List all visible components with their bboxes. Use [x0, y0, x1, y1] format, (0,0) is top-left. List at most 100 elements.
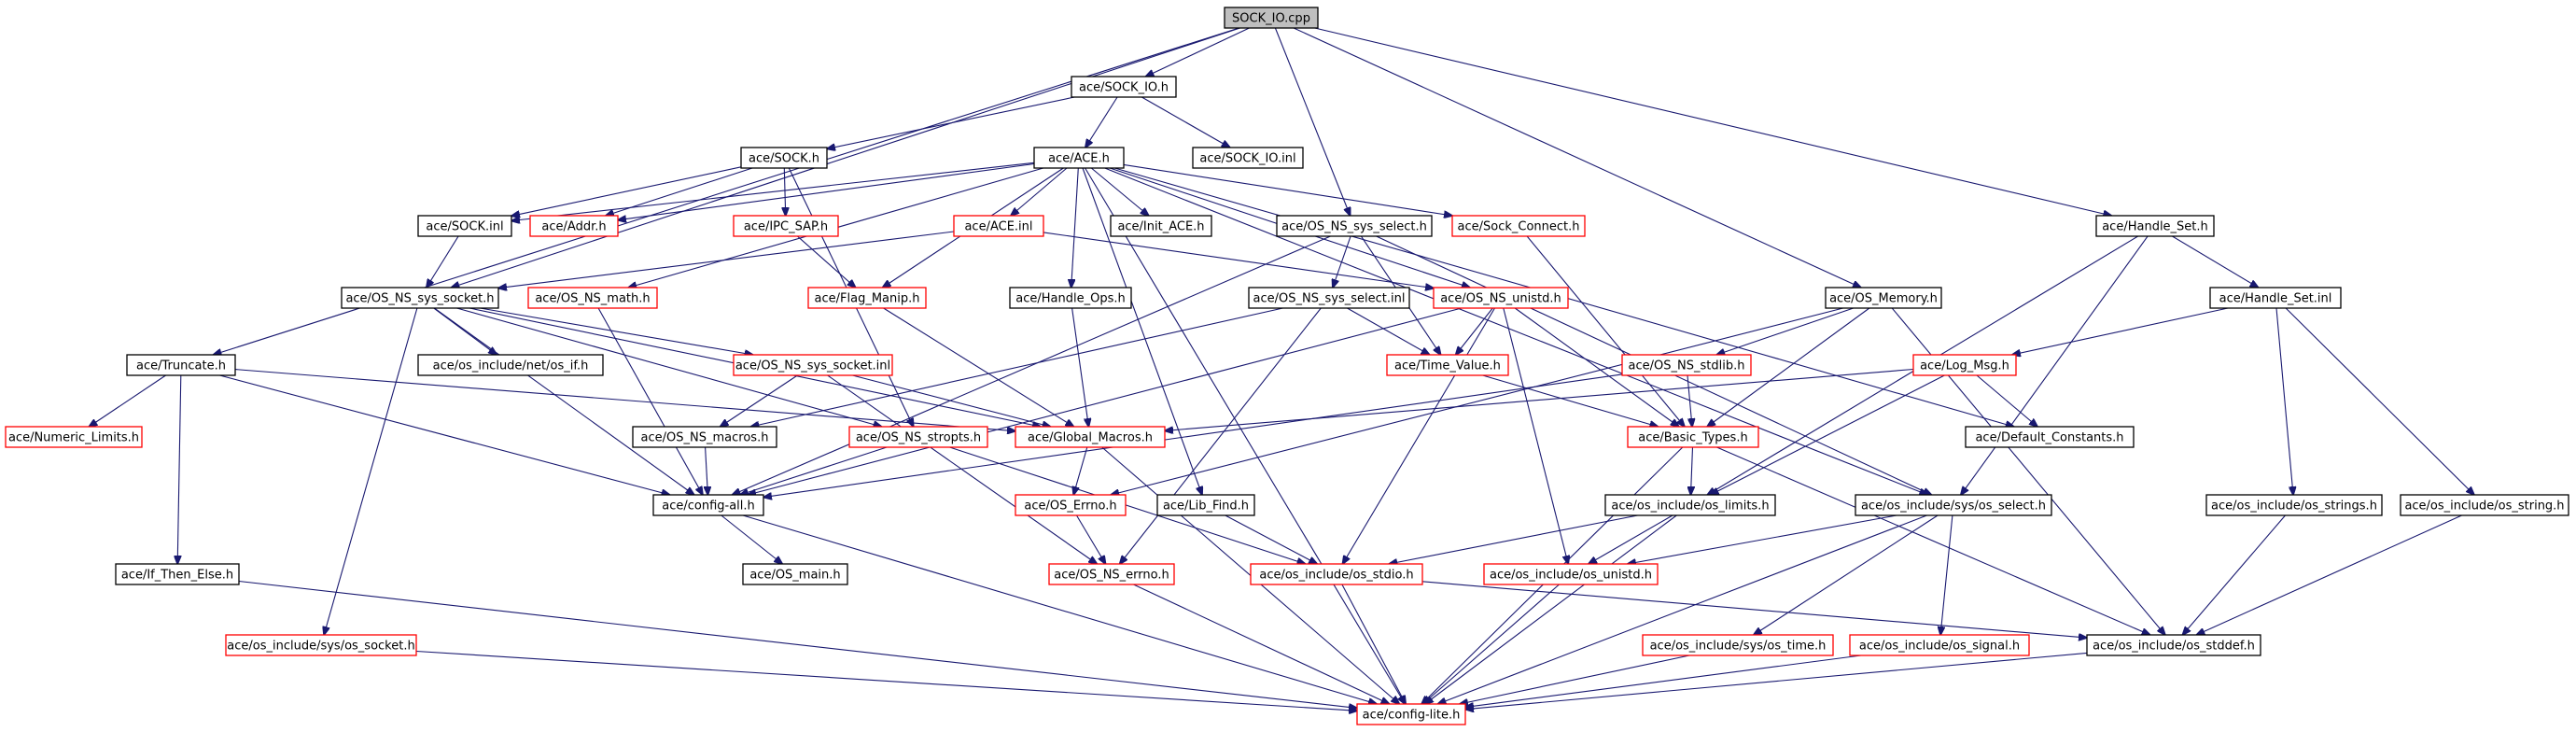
- edge-os-ns-stropts-h-to-config-all-h: [740, 446, 888, 495]
- edge-os-strings-h-to-os-stddef-h: [2183, 514, 2286, 635]
- node-box: [1009, 287, 1132, 309]
- node-handle-ops-h[interactable]: ace/Handle_Ops.h: [1009, 287, 1132, 309]
- node-handle-set-inl[interactable]: ace/Handle_Set.inl: [2209, 287, 2342, 309]
- node-box: [1433, 287, 1569, 309]
- node-os-ns-stdlib-h[interactable]: ace/OS_NS_stdlib.h: [1621, 354, 1752, 376]
- node-handle-set-h[interactable]: ace/Handle_Set.h: [2095, 215, 2215, 237]
- edge-truncate-h-to-numeric-limits-h: [89, 374, 166, 427]
- edge-os-ns-sys-select-inl-to-os-ns-errno-h: [1120, 307, 1322, 564]
- node-basic-types-h[interactable]: ace/Basic_Types.h: [1627, 426, 1759, 448]
- edge-global-macros-h-to-os-errno-h: [1073, 446, 1088, 495]
- node-default-constants-h[interactable]: ace/Default_Constants.h: [1965, 426, 2135, 448]
- node-label: ace/config-all.h: [662, 500, 755, 514]
- node-os-ns-macros-h[interactable]: ace/OS_NS_macros.h: [632, 426, 777, 448]
- node-global-macros-h[interactable]: ace/Global_Macros.h: [1015, 426, 1166, 448]
- node-label: ace/config-lite.h: [1363, 709, 1461, 723]
- node-sock-inl[interactable]: ace/SOCK.inl: [417, 215, 512, 237]
- edge-os-ns-sys-select-h-to-config-all-h: [733, 235, 1331, 495]
- node-lib-find-h[interactable]: ace/Lib_Find.h: [1156, 494, 1255, 516]
- edge-os-stdio-h-to-config-lite-h: [1341, 584, 1406, 704]
- node-os-ns-stropts-h[interactable]: ace/OS_NS_stropts.h: [848, 426, 988, 448]
- edge-os-ns-errno-h-to-config-lite-h: [1133, 584, 1390, 704]
- edge-sock-io-h-to-sock-io-inl: [1141, 96, 1230, 148]
- edge-ace-inl-to-os-ns-sys-socket-h: [498, 231, 955, 289]
- node-truncate-h[interactable]: ace/Truncate.h: [126, 354, 236, 376]
- node-os-unistd-h[interactable]: ace/os_include/os_unistd.h: [1483, 563, 1659, 585]
- node-box: [2205, 494, 2383, 516]
- node-sock-connect-h[interactable]: ace/Sock_Connect.h: [1451, 215, 1586, 237]
- node-label: ace/os_include/sys/os_select.h: [1861, 500, 2046, 514]
- node-addr-h[interactable]: ace/Addr.h: [529, 215, 619, 237]
- node-os-ns-sys-socket-inl[interactable]: ace/OS_NS_sys_socket.inl: [733, 354, 893, 376]
- node-box: [1276, 215, 1433, 237]
- node-os-ns-sys-socket-h[interactable]: ace/OS_NS_sys_socket.h: [341, 287, 499, 309]
- edge-os-sys-select-h-to-config-lite-h: [1438, 514, 1927, 704]
- node-numeric-limits-h[interactable]: ace/Numeric_Limits.h: [5, 426, 143, 448]
- node-os-stdio-h[interactable]: ace/os_include/os_stdio.h: [1250, 563, 1423, 585]
- node-os-strings-h[interactable]: ace/os_include/os_strings.h: [2205, 494, 2383, 516]
- node-label: ace/OS_Errno.h: [1024, 500, 1116, 514]
- node-sock-h[interactable]: ace/SOCK.h: [740, 147, 828, 169]
- node-box: [848, 426, 988, 448]
- node-label: ace/Time_Value.h: [1394, 359, 1501, 373]
- node-box: [807, 287, 927, 309]
- node-log-msg-h[interactable]: ace/Log_Msg.h: [1912, 354, 2017, 376]
- node-label: ace/Numeric_Limits.h: [8, 431, 139, 445]
- edge-ace-h-to-config-lite-h: [1085, 167, 1406, 704]
- node-os-memory-h[interactable]: ace/OS_Memory.h: [1825, 287, 1942, 309]
- node-ace-inl[interactable]: ace/ACE.inl: [953, 215, 1044, 237]
- edge-config-all-h-to-config-lite-h: [742, 514, 1377, 704]
- node-box: [2209, 287, 2342, 309]
- node-ace-h[interactable]: ace/ACE.h: [1033, 147, 1125, 169]
- node-init-ace-h[interactable]: ace/Init_ACE.h: [1110, 215, 1212, 237]
- node-os-ns-errno-h[interactable]: ace/OS_NS_errno.h: [1048, 563, 1175, 585]
- node-label: ace/os_include/os_string.h: [2404, 500, 2564, 514]
- node-box: [2095, 215, 2215, 237]
- node-os-if-h[interactable]: ace/os_include/net/os_if.h: [417, 354, 604, 376]
- edge-os-stdio-h-to-os-stddef-h: [1421, 581, 2087, 638]
- node-config-all-h[interactable]: ace/config-all.h: [652, 494, 764, 516]
- node-os-ns-math-h[interactable]: ace/OS_NS_math.h: [527, 287, 658, 309]
- node-os-sys-socket-h[interactable]: ace/os_include/sys/os_socket.h: [225, 634, 417, 656]
- edge-handle-set-h-to-handle-set-inl: [2172, 235, 2258, 288]
- edge-os-ns-sys-socket-h-to-os-ns-sys-socket-inl: [480, 307, 752, 355]
- node-os-limits-h[interactable]: ace/os_include/os_limits.h: [1604, 494, 1776, 516]
- node-label: ace/OS_NS_macros.h: [641, 431, 769, 445]
- node-config-lite-h[interactable]: ace/config-lite.h: [1356, 703, 1466, 725]
- node-label: ace/OS_NS_unistd.h: [1440, 292, 1561, 306]
- node-os-stddef-h[interactable]: ace/os_include/os_stddef.h: [2086, 634, 2261, 656]
- edge-os-ns-stdlib-h-to-config-all-h: [763, 373, 1623, 498]
- edge-os-ns-unistd-h-to-config-all-h: [748, 307, 1463, 495]
- node-label: ace/OS_NS_sys_select.h: [1281, 220, 1427, 234]
- edge-handle-set-h-to-os-sys-select-h: [1961, 235, 2149, 495]
- node-box: [1642, 634, 1834, 656]
- node-box: [2086, 634, 2261, 656]
- node-os-main-h[interactable]: ace/OS_main.h: [742, 563, 848, 585]
- node-box: [417, 215, 512, 237]
- node-os-errno-h[interactable]: ace/OS_Errno.h: [1015, 494, 1127, 516]
- node-sock-io-inl[interactable]: ace/SOCK_IO.inl: [1192, 147, 1304, 169]
- node-os-string-h[interactable]: ace/os_include/os_string.h: [2400, 494, 2569, 516]
- node-ipc-sap-h[interactable]: ace/IPC_SAP.h: [733, 215, 839, 237]
- node-box: [115, 563, 240, 585]
- edge-sock-inl-to-os-ns-sys-socket-h: [427, 235, 459, 288]
- edge-basic-types-h-to-os-limits-h: [1691, 446, 1693, 495]
- node-if-then-else-h[interactable]: ace/If_Then_Else.h: [115, 563, 240, 585]
- node-os-ns-sys-select-h[interactable]: ace/OS_NS_sys_select.h: [1276, 215, 1433, 237]
- edge-handle-ops-h-to-global-macros-h: [1071, 307, 1089, 427]
- node-box: [1621, 354, 1752, 376]
- node-os-sys-select-h[interactable]: ace/os_include/sys/os_select.h: [1855, 494, 2052, 516]
- node-os-signal-h[interactable]: ace/os_include/os_signal.h: [1849, 634, 2030, 656]
- node-os-sys-time-h[interactable]: ace/os_include/sys/os_time.h: [1642, 634, 1834, 656]
- node-time-value-h[interactable]: ace/Time_Value.h: [1386, 354, 1509, 376]
- node-label: ace/IPC_SAP.h: [744, 220, 828, 234]
- node-sock-io-h[interactable]: ace/SOCK_IO.h: [1071, 76, 1177, 98]
- node-os-ns-unistd-h[interactable]: ace/OS_NS_unistd.h: [1433, 287, 1569, 309]
- node-label: ace/Init_ACE.h: [1117, 220, 1204, 234]
- node-label: ace/SOCK_IO.inl: [1199, 152, 1295, 166]
- node-os-ns-sys-select-inl[interactable]: ace/OS_NS_sys_select.inl: [1248, 287, 1410, 309]
- node-label: ace/Sock_Connect.h: [1458, 220, 1580, 234]
- node-flag-manip-h[interactable]: ace/Flag_Manip.h: [807, 287, 927, 309]
- node-label: ace/Truncate.h: [136, 359, 226, 373]
